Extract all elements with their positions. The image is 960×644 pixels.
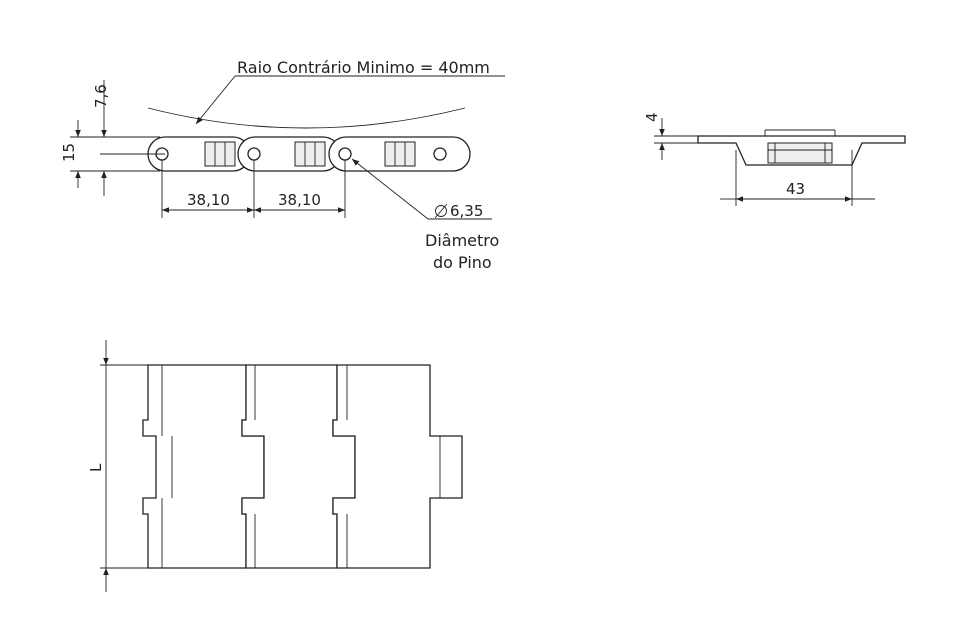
pin-hole-end: [433, 147, 447, 161]
pin-2: [247, 147, 261, 161]
dim-height-top: 7,6: [92, 84, 110, 108]
dim-pitch-1: 38,10: [187, 191, 230, 209]
top-view: L: [87, 340, 463, 592]
min-radius-label: Raio Contrário Minimo = 40mm: [237, 58, 490, 77]
min-radius-arc: [147, 107, 466, 129]
dim-length-label: L: [87, 463, 105, 472]
dim-pitch-2: 38,10: [278, 191, 321, 209]
pin-caption-line1: Diâmetro: [425, 231, 499, 250]
pin-caption-line2: do Pino: [433, 253, 492, 272]
pin-3: [338, 147, 352, 161]
dim-height-total: 15: [60, 143, 78, 162]
dim-pin-diameter: 6,35: [450, 202, 483, 220]
dim-side-thickness: 4: [643, 112, 661, 122]
top-plate-3: [332, 364, 463, 569]
side-view: 4 43: [643, 112, 906, 206]
front-view: Raio Contrário Minimo = 40mm 15 7,6: [60, 58, 505, 272]
dim-side-width: 43: [786, 180, 805, 198]
pin-leader: [351, 158, 429, 220]
min-radius-leader: [195, 75, 236, 125]
diameter-icon: [434, 203, 448, 219]
